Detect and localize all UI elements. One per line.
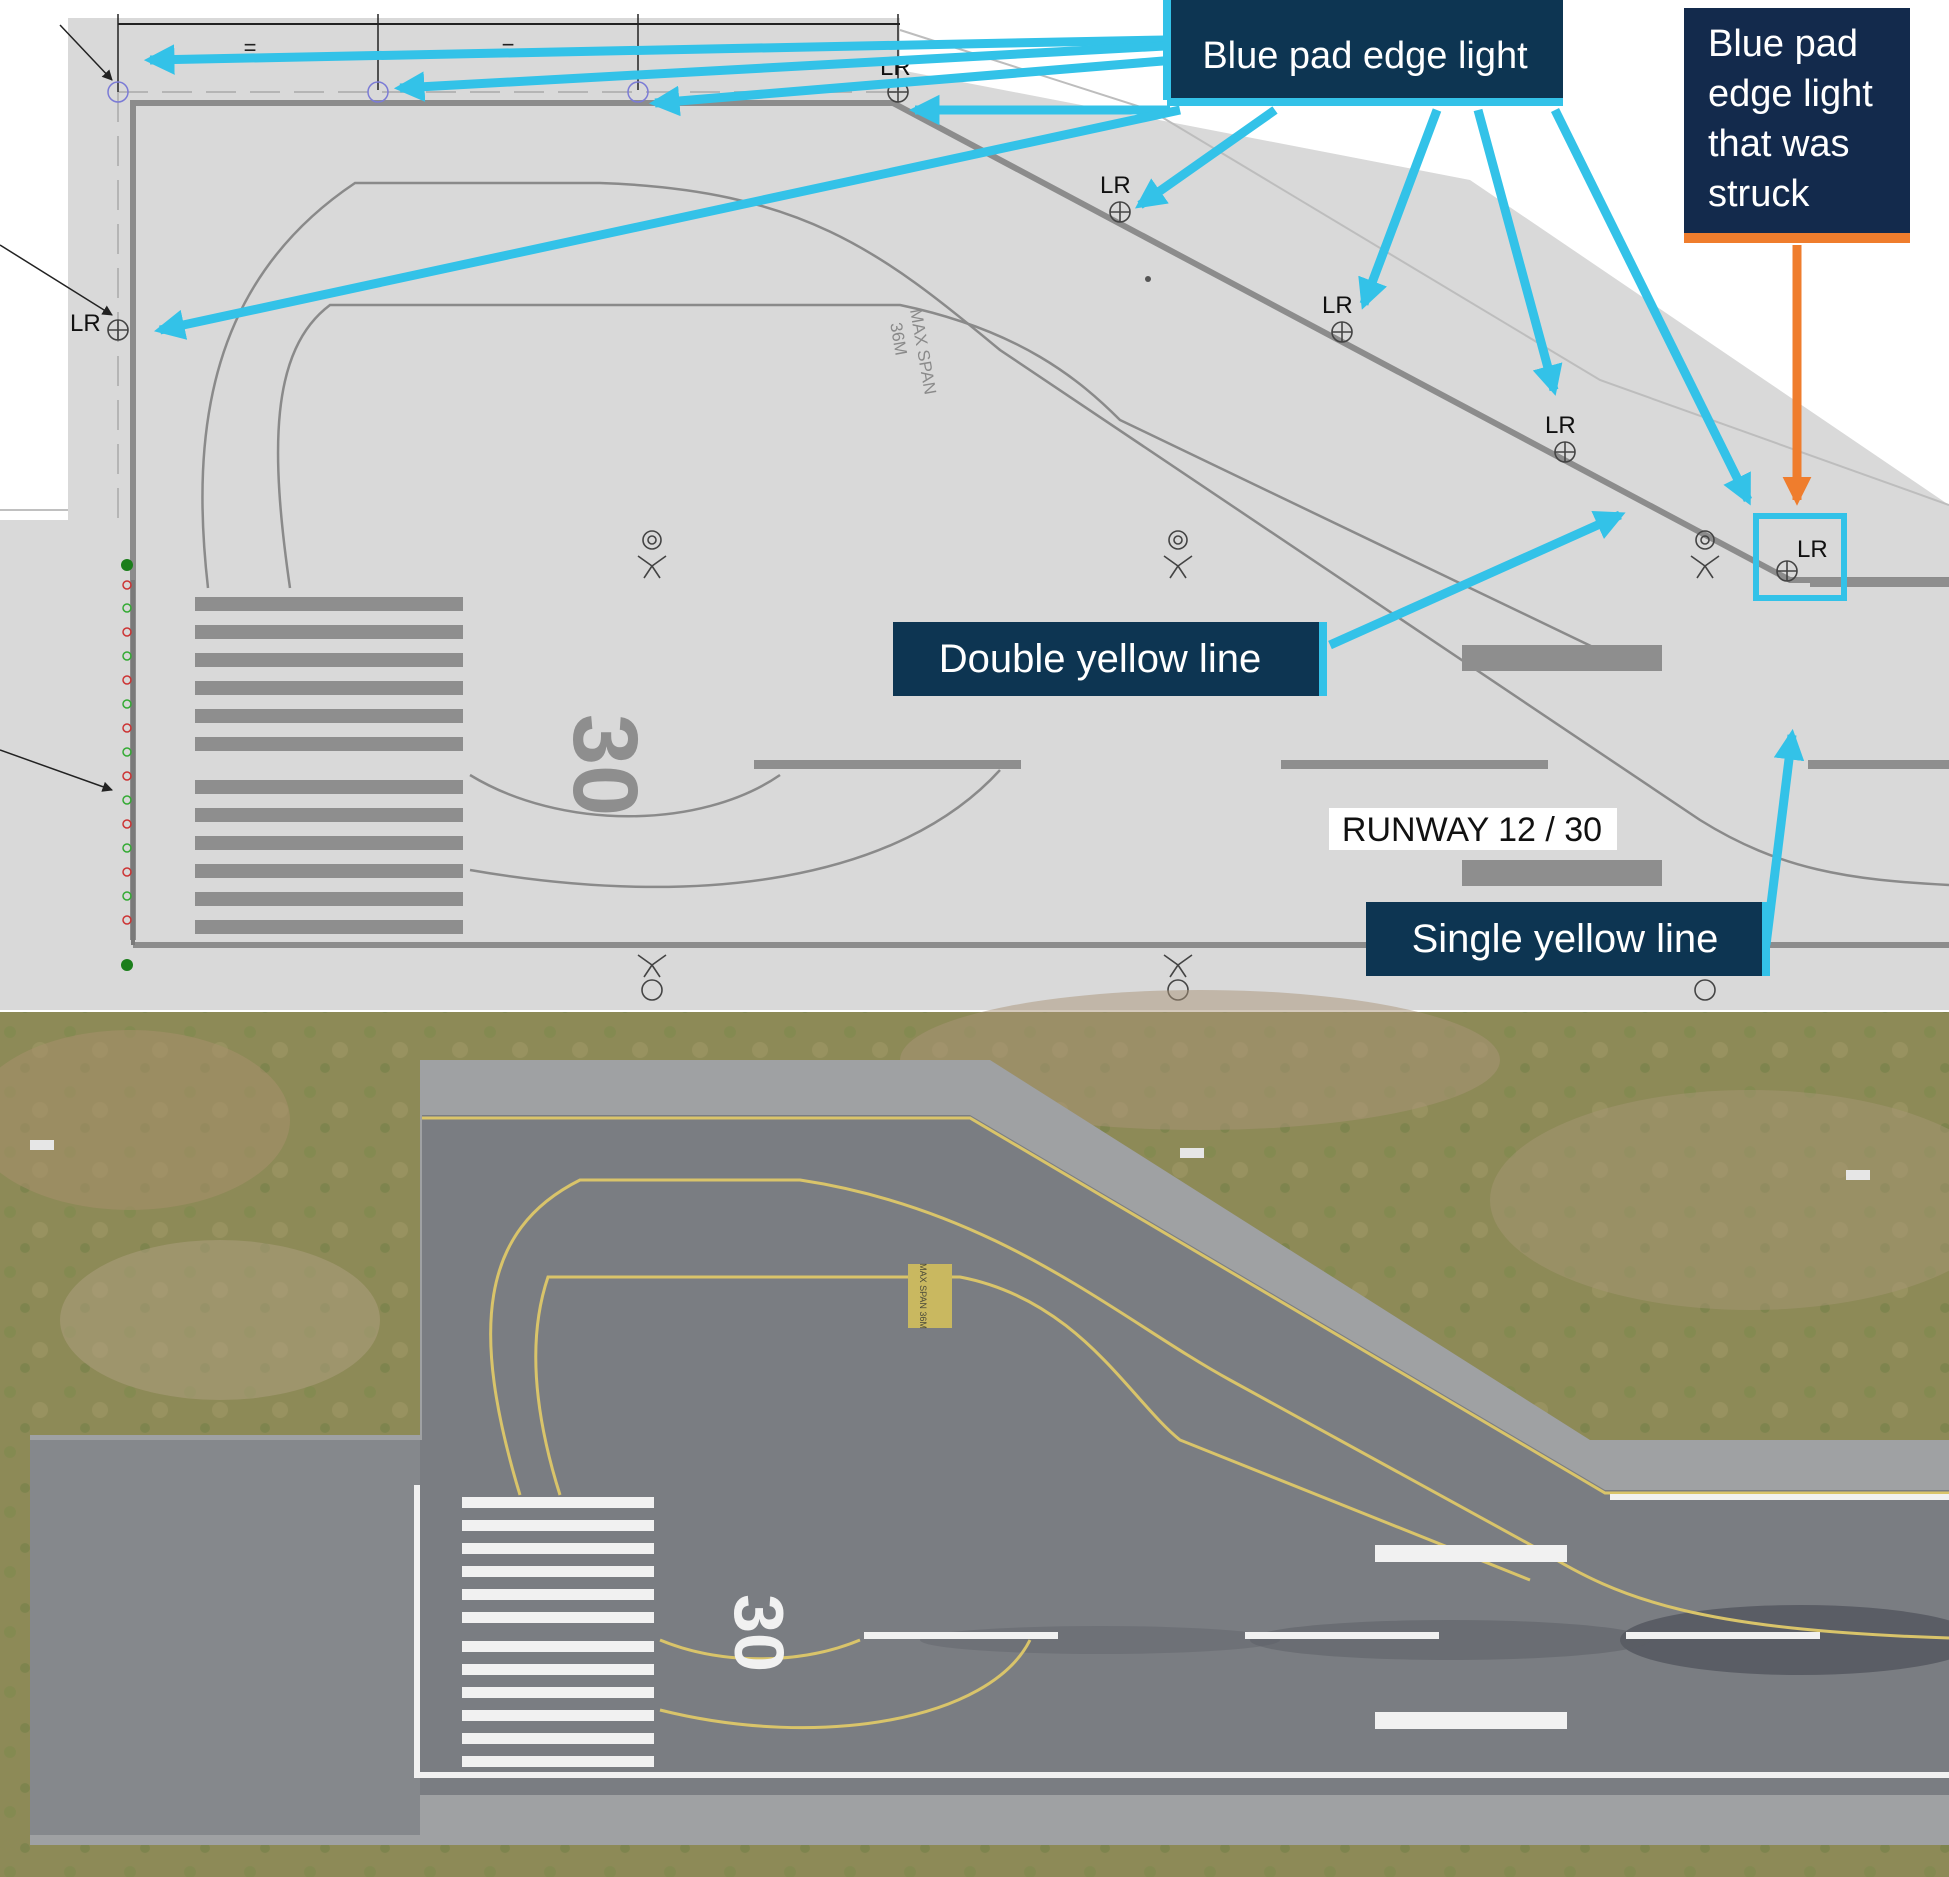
threshold-lights [121,559,133,971]
dry-grass-patch [1490,1090,1949,1310]
runway-label: RUNWAY 12 / 30 [1342,811,1602,849]
sign-object [1846,1170,1870,1180]
svg-text:MAX SPAN 36M: MAX SPAN 36M [918,1263,928,1329]
threshold-markings [195,597,463,934]
photo-max-span-marking: MAX SPAN 36M [908,1263,952,1329]
leader-line [59,24,113,81]
callout-label: struck [1708,173,1810,215]
runway-label-box [1329,808,1617,850]
arrow-to-double-yellow-line [1328,510,1626,650]
leader-line [0,244,113,316]
arrow-to-pad-light [648,55,1176,117]
photo-threshold-markings [462,1497,654,1767]
dry-grass-patch [900,990,1500,1130]
callout-arrows [143,35,1805,946]
arrow-to-pad-light [143,35,1166,75]
callout-label: Blue pad edge light [1202,35,1528,77]
photo-runway-edge-line [414,1485,1949,1778]
sign-object [1180,1148,1204,1158]
arrow-to-pad-light [1134,106,1278,209]
callout-struck-light: Blue pad edge light that was struck [1684,8,1910,243]
photo-centreline [864,1494,1949,1729]
callout-double-yellow-line: Double yellow line [893,622,1327,696]
lr-label: LR [1322,292,1353,319]
callout-single-yellow-line: Single yellow line [1366,902,1770,976]
arrow-to-pad-light [154,105,1181,340]
pad-edge-light-symbols [107,81,1798,582]
lr-label: LR [1545,412,1576,439]
engineering-drawing: = = = MAX SPAN 36M [0,14,1949,1010]
photo-yellow-lines [422,1116,1949,1730]
tire-marks [920,1626,1280,1654]
arrow-to-pad-light [1358,108,1442,310]
arrow-to-struck-light [1550,108,1753,506]
tire-marks [1250,1620,1650,1660]
struck-light-highlight [1753,513,1847,601]
lr-label: LR [70,310,101,337]
aerial-photograph: 30 MAX SPAN 36M [0,990,1949,1877]
lr-label: LR [1797,536,1828,563]
survey-point [1145,276,1151,282]
sign-object [30,1140,54,1150]
photo-runway-number-30: 30 [720,1594,798,1672]
callout-label: edge light [1708,73,1873,115]
lr-label: LR [1100,172,1131,199]
runway-overrun [30,1440,420,1835]
arrow-to-pad-light [1473,108,1563,396]
yellow-guide-lines [201,181,1949,889]
leader-line [0,749,113,792]
callout-label: Single yellow line [1412,917,1719,961]
runway-number-30: 30 [554,714,656,816]
dry-grass-patch [60,1240,380,1400]
callout-label: that was [1708,123,1850,165]
callout-blue-pad-edge-light: Blue pad edge light [1163,0,1563,106]
tire-marks [1620,1605,1949,1675]
callout-label: Double yellow line [939,637,1261,681]
dry-grass-patch [0,1030,290,1210]
callout-label: Blue pad [1708,23,1858,65]
arrow-to-pad-light [393,41,1166,102]
runway-centreline [754,578,1949,886]
arrow-to-single-yellow-line [1761,728,1805,946]
runway-edge-lights [637,530,1720,1001]
